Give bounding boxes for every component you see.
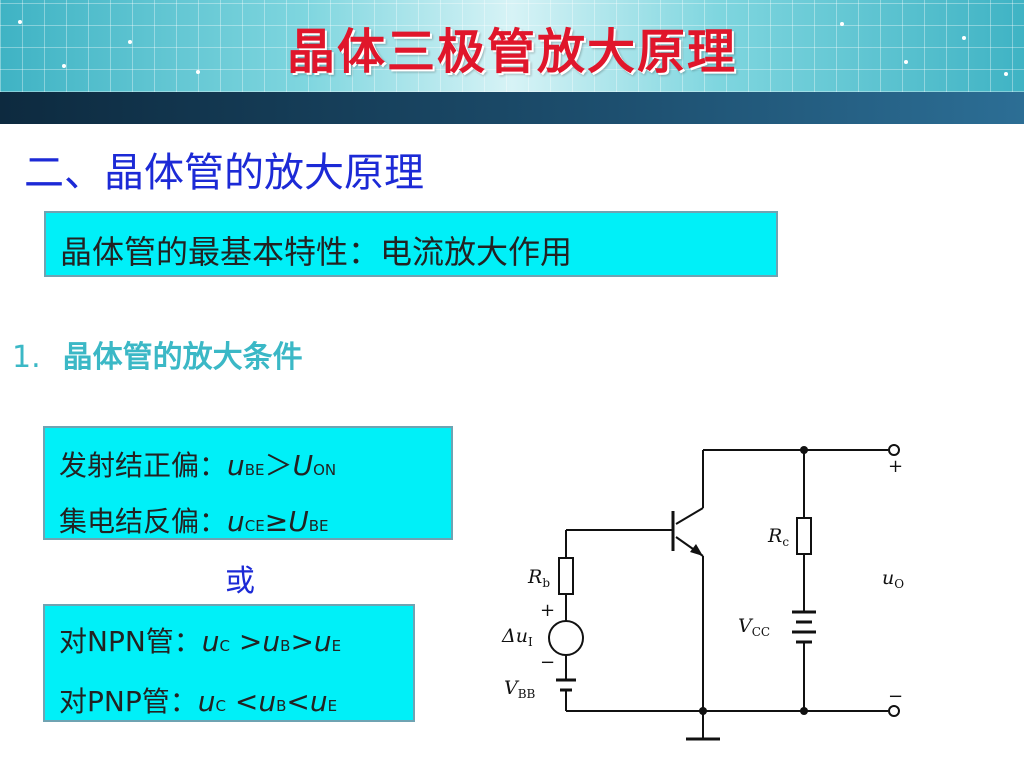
junction-dot (800, 446, 808, 454)
pnp-label: 对PNP管： (59, 685, 198, 718)
key-property-text: 晶体管的最基本特性：电流放大作用 (60, 233, 573, 271)
operator: ≥ (264, 505, 289, 538)
var-u: u (258, 685, 277, 718)
emitter-bias-line: 发射结正偏：uBE＞UON (59, 444, 336, 484)
vcc-label: VCC (738, 615, 770, 639)
output-minus: − (888, 686, 903, 707)
operator: < (225, 685, 259, 718)
or-label: 或 (225, 564, 255, 599)
rc-label: Rc (767, 525, 789, 549)
subscript: ON (313, 461, 337, 479)
slide-title: 晶体三极管放大原理 (286, 24, 737, 80)
subscript: B (276, 697, 287, 715)
output-label: uO (882, 567, 904, 591)
ac-source (548, 620, 584, 656)
rc-resistor (796, 517, 812, 555)
subscript: E (327, 697, 338, 715)
output-terminal-bottom (888, 705, 900, 717)
item-title-text: 晶体管的放大条件 (62, 340, 303, 375)
decor-dot (904, 60, 908, 64)
key-property-box: 晶体管的最基本特性：电流放大作用 (44, 211, 778, 277)
item-heading: 1. 晶体管的放大条件 (12, 332, 303, 376)
subscript: B (280, 637, 291, 655)
source-plus: + (540, 600, 555, 621)
header-banner: 晶体三极管放大原理 (0, 0, 1024, 92)
decor-dot (962, 36, 966, 40)
decor-dot (18, 20, 22, 24)
npn-pnp-box: 对NPN管：uC >uB>uE 对PNP管：uC <uB<uE (43, 604, 415, 722)
subscript: C (215, 697, 226, 715)
output-terminal-top (888, 444, 900, 456)
var-u: U (288, 505, 309, 538)
section-title: 二、晶体管的放大原理 (24, 150, 424, 196)
decor-dot (1004, 72, 1008, 76)
operator: > (290, 625, 314, 658)
npn-label: 对NPN管： (59, 625, 202, 658)
decor-dot (196, 70, 200, 74)
collector-bias-label: 集电结反偏： (59, 505, 228, 538)
pnp-line: 对PNP管：uC <uB<uE (59, 680, 337, 720)
decor-dot (62, 64, 66, 68)
header-bar (0, 92, 1024, 124)
operator: < (286, 685, 310, 718)
transistor-amplifier-circuit: Rb Rc + − ΔuI VBB VCC + − uO (501, 444, 904, 741)
source-minus: − (540, 652, 555, 673)
subscript: C (219, 637, 231, 655)
var-u: u (197, 685, 216, 718)
junction-dot (800, 707, 808, 715)
operator: ＞ (264, 449, 293, 482)
var-u: U (292, 449, 314, 482)
collector-bias-line: 集电结反偏：uCE≥UBE (59, 500, 328, 540)
collector-lead (675, 507, 704, 525)
var-u: u (313, 625, 332, 658)
operator: > (230, 625, 263, 658)
emitter-bias-label: 发射结正偏： (59, 449, 228, 482)
subscript: E (331, 637, 342, 655)
junction-dot (699, 707, 707, 715)
decor-dot (128, 40, 132, 44)
emitter-arrow (690, 544, 703, 556)
var-u: u (262, 625, 281, 658)
var-u: u (309, 685, 328, 718)
subscript: CE (244, 517, 265, 535)
item-number: 1. (12, 340, 41, 375)
var-u: u (227, 449, 245, 482)
var-u: u (201, 625, 220, 658)
input-signal-label: ΔuI (501, 625, 533, 649)
subscript: BE (244, 461, 265, 479)
vbb-label: VBB (504, 677, 536, 701)
var-u: u (227, 505, 245, 538)
rb-resistor (558, 557, 574, 595)
rb-label: Rb (527, 566, 550, 590)
decor-dot (840, 22, 844, 26)
output-plus: + (888, 456, 903, 477)
bias-conditions-box: 发射结正偏：uBE＞UON 集电结反偏：uCE≥UBE (43, 426, 453, 540)
subscript: BE (308, 517, 329, 535)
npn-line: 对NPN管：uC >uB>uE (59, 620, 341, 660)
